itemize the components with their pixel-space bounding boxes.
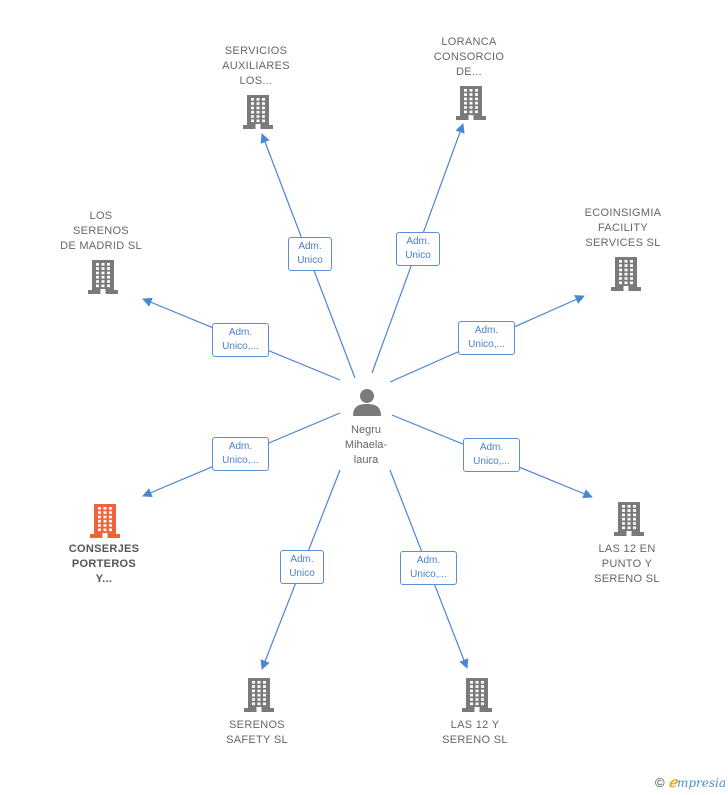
company-label-servicios[interactable]: SERVICIOS AUXILIARES LOS... bbox=[222, 45, 290, 87]
company-label-conserjes[interactable]: CONSERJES PORTEROS Y... bbox=[68, 543, 140, 585]
role-label-loranca[interactable]: Adm. Unico bbox=[396, 232, 440, 266]
building-icon[interactable] bbox=[611, 257, 641, 291]
brand-logo-initial: ℯ bbox=[668, 775, 677, 791]
building-icon[interactable] bbox=[90, 504, 120, 538]
person-icon[interactable] bbox=[353, 389, 381, 416]
role-label-las12punto[interactable]: Adm. Unico,... bbox=[463, 438, 520, 472]
brand-logo-text: mpresia bbox=[676, 776, 726, 790]
building-icon[interactable] bbox=[88, 260, 118, 294]
building-icon[interactable] bbox=[243, 95, 273, 129]
building-icon[interactable] bbox=[244, 678, 274, 712]
person-name-label[interactable]: Negru Mihaela- laura bbox=[344, 424, 388, 466]
building-icon[interactable] bbox=[614, 502, 644, 536]
building-icon[interactable] bbox=[462, 678, 492, 712]
company-label-las12sereno[interactable]: LAS 12 Y SERENO SL bbox=[442, 719, 508, 746]
company-label-serenos[interactable]: SERENOS SAFETY SL bbox=[226, 719, 288, 746]
company-label-loranca[interactable]: LORANCA CONSORCIO DE... bbox=[433, 36, 505, 78]
role-label-serenos[interactable]: Adm. Unico bbox=[280, 550, 324, 584]
role-label-losserenos[interactable]: Adm. Unico,... bbox=[212, 323, 269, 357]
footer: ©ℯmpresia bbox=[655, 775, 726, 791]
building-icon[interactable] bbox=[456, 86, 486, 120]
role-label-conserjes[interactable]: Adm. Unico,... bbox=[212, 437, 269, 471]
role-label-las12sereno[interactable]: Adm. Unico,... bbox=[400, 551, 457, 585]
company-label-las12punto[interactable]: LAS 12 EN PUNTO Y SERENO SL bbox=[594, 543, 660, 585]
role-label-ecoinsigmia[interactable]: Adm. Unico,... bbox=[458, 321, 515, 355]
copyright-symbol: © bbox=[655, 775, 665, 790]
company-label-ecoinsigmia[interactable]: ECOINSIGMIA FACILITY SERVICES SL bbox=[584, 207, 662, 249]
company-label-losserenos[interactable]: LOS SERENOS DE MADRID SL bbox=[60, 210, 142, 252]
role-label-servicios[interactable]: Adm. Unico bbox=[288, 237, 332, 271]
